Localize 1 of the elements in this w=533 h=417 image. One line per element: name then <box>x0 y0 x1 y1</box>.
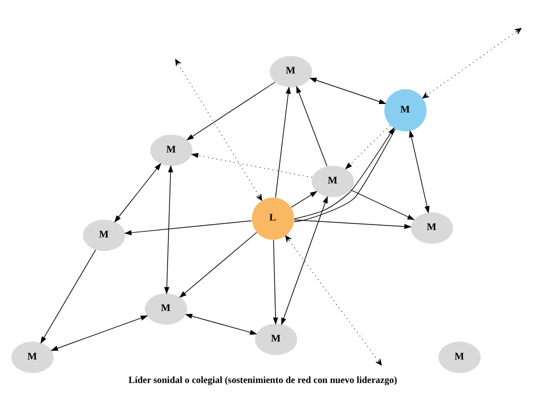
caption: Líder sonidal o colegial (sostenimiento de red con nuevo liderazgo) <box>128 376 398 386</box>
